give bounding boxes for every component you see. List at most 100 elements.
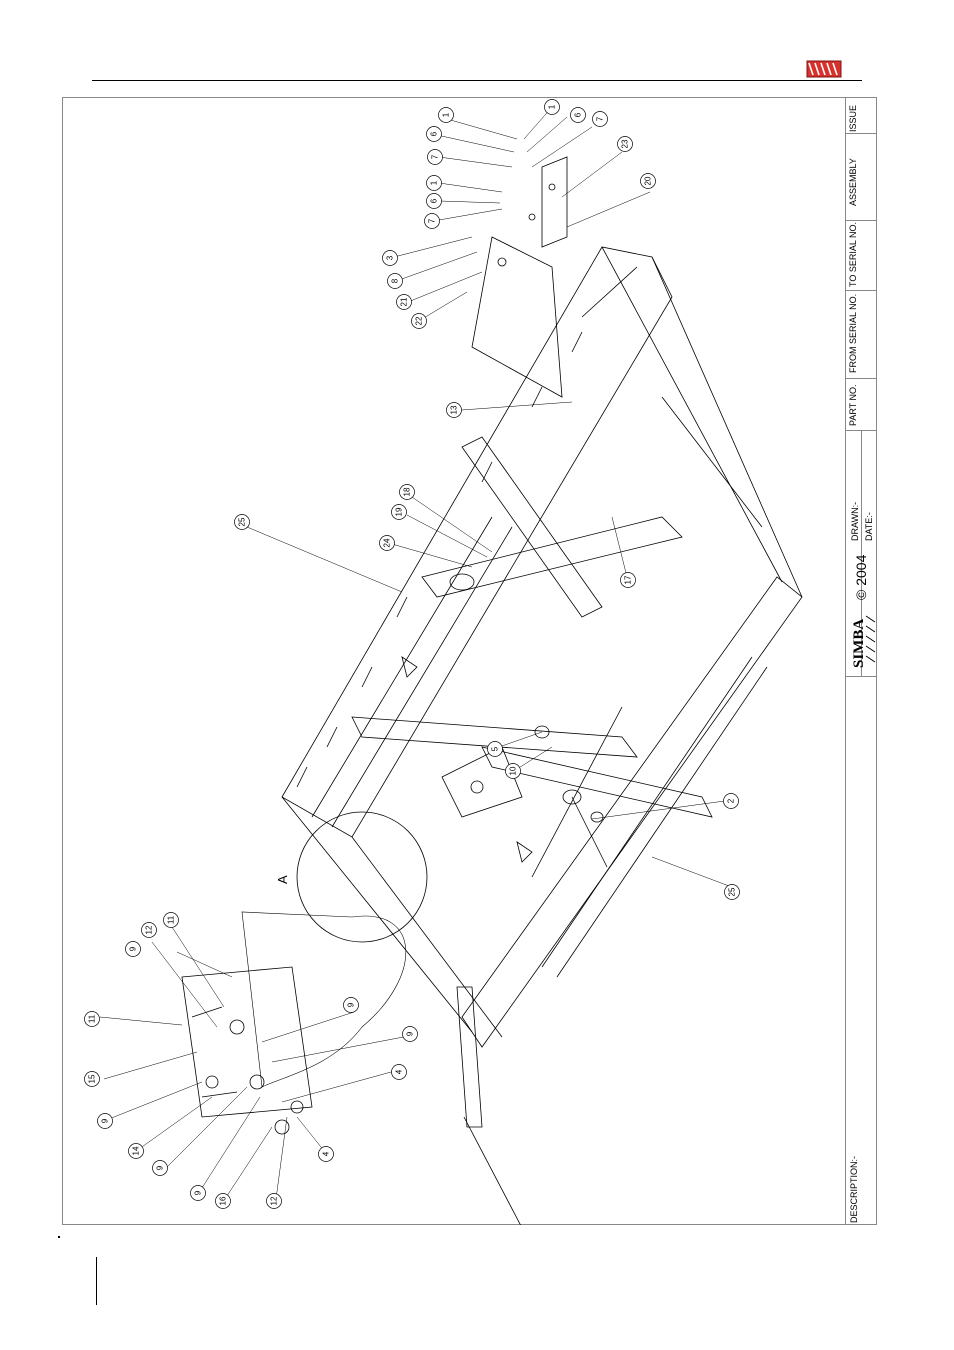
callout-bubble: 6 — [571, 108, 586, 123]
callout-bubble: 1 — [439, 108, 454, 123]
callouts-group: 1671672316720382122132518192417510225111… — [85, 100, 740, 1209]
callout-number: 22 — [415, 316, 424, 325]
callout-number: 15 — [88, 1074, 97, 1083]
callout-number: 8 — [391, 278, 400, 283]
callout-number: 24 — [383, 538, 392, 547]
callout-bubble: 11 — [164, 913, 179, 928]
tb-divider — [845, 378, 877, 379]
callout-bubble: 1 — [545, 100, 560, 115]
callout-bubble: 11 — [85, 1012, 100, 1027]
callout-bubble: 3 — [383, 251, 398, 266]
callout-number: 17 — [624, 575, 633, 584]
callout-number: 4 — [395, 1069, 404, 1074]
callout-number: 16 — [219, 1196, 228, 1205]
header-rule — [92, 80, 862, 81]
callout-bubble: 15 — [85, 1072, 100, 1087]
issue-label: ISSUE — [848, 105, 858, 132]
tb-divider — [845, 220, 877, 221]
page-mark — [58, 1236, 60, 1238]
callout-number: 7 — [596, 116, 605, 121]
callout-bubble: 7 — [428, 150, 443, 165]
callout-bubble: 13 — [447, 403, 462, 418]
assembly-drawing: A 16716723167203821221325181924175102251… — [62, 97, 845, 1225]
detail-circle-a — [297, 812, 427, 942]
tb-divider — [845, 290, 877, 291]
copyright-year: © 2004 — [853, 555, 869, 600]
callout-bubble: 24 — [380, 536, 395, 551]
description-label: DESCRIPTION:- — [849, 1156, 859, 1223]
part-no-label: PART NO. — [848, 384, 858, 426]
callout-number: 9 — [101, 1118, 110, 1123]
callout-bubble: 25 — [235, 515, 250, 530]
callout-bubble: 14 — [129, 1144, 144, 1159]
callout-bubble: 6 — [427, 194, 442, 209]
callout-bubble: 6 — [427, 127, 442, 142]
callout-bubble: 4 — [319, 1147, 334, 1162]
callout-bubble: 9 — [191, 1186, 206, 1201]
callout-bubble: 10 — [506, 764, 521, 779]
callout-number: 9 — [406, 1031, 415, 1036]
callout-number: 3 — [386, 255, 395, 260]
detail-view-label: A — [275, 875, 290, 884]
callout-bubble: 1 — [427, 176, 442, 191]
callout-number: 2 — [727, 798, 736, 803]
callout-number: 23 — [621, 139, 630, 148]
callout-bubble: 5 — [488, 742, 503, 757]
callout-number: 18 — [403, 487, 412, 496]
date-label: DATE:- — [864, 512, 874, 541]
callout-number: 6 — [430, 131, 439, 136]
drawn-label: DRAWN:- — [850, 502, 860, 541]
callout-number: 7 — [428, 218, 437, 223]
callout-number: 9 — [156, 1165, 165, 1170]
callout-number: 7 — [431, 154, 440, 159]
callout-bubble: 8 — [388, 274, 403, 289]
callout-bubble: 16 — [216, 1194, 231, 1209]
callout-number: 10 — [509, 766, 518, 775]
callout-bubble: 9 — [126, 942, 141, 957]
callout-bubble: 12 — [267, 1194, 282, 1209]
callout-bubble: 23 — [618, 137, 633, 152]
callout-bubble: 12 — [142, 923, 157, 938]
callout-number: 12 — [270, 1196, 279, 1205]
callout-bubble: 19 — [392, 505, 407, 520]
callout-number: 9 — [129, 946, 138, 951]
simba-logo-icon — [806, 58, 842, 80]
callout-bubble: 17 — [621, 573, 636, 588]
to-serial-label: TO SERIAL NO. — [848, 222, 858, 287]
assembly-label: ASSEMBLY — [848, 158, 858, 206]
callout-number: 6 — [574, 112, 583, 117]
callout-number: 14 — [132, 1146, 141, 1155]
callout-number: 1 — [442, 112, 451, 117]
callout-number: 1 — [548, 104, 557, 109]
footer-rule — [96, 1257, 97, 1305]
callout-number: 11 — [88, 1014, 97, 1023]
callout-number: 19 — [395, 507, 404, 516]
callout-number: 9 — [194, 1190, 203, 1195]
callout-number: 13 — [450, 405, 459, 414]
callout-bubble: 9 — [98, 1114, 113, 1129]
callout-bubble: 21 — [397, 295, 412, 310]
callout-bubble: 18 — [400, 485, 415, 500]
callout-bubble: 9 — [153, 1161, 168, 1176]
title-block-divider — [845, 97, 846, 1225]
callout-bubble: 2 — [724, 794, 739, 809]
callout-bubble: 9 — [344, 998, 359, 1013]
callout-number: 25 — [238, 517, 247, 526]
callout-bubble: 7 — [593, 112, 608, 127]
simba-stripes-icon — [864, 612, 877, 670]
callout-number: 21 — [400, 297, 409, 306]
callout-number: 20 — [644, 176, 653, 185]
frame-rail-right — [462, 577, 802, 1047]
callout-bubble: 4 — [392, 1065, 407, 1080]
callout-number: 9 — [347, 1002, 356, 1007]
callout-number: 25 — [728, 887, 737, 896]
callout-bubble: 7 — [425, 214, 440, 229]
tb-divider — [845, 676, 877, 677]
tb-divider — [845, 133, 877, 134]
callout-bubble: 22 — [412, 314, 427, 329]
callout-number: 5 — [491, 746, 500, 751]
callout-bubble: 9 — [403, 1027, 418, 1042]
callout-bubble: 20 — [641, 174, 656, 189]
callout-number: 4 — [322, 1151, 331, 1156]
callout-number: 6 — [430, 198, 439, 203]
